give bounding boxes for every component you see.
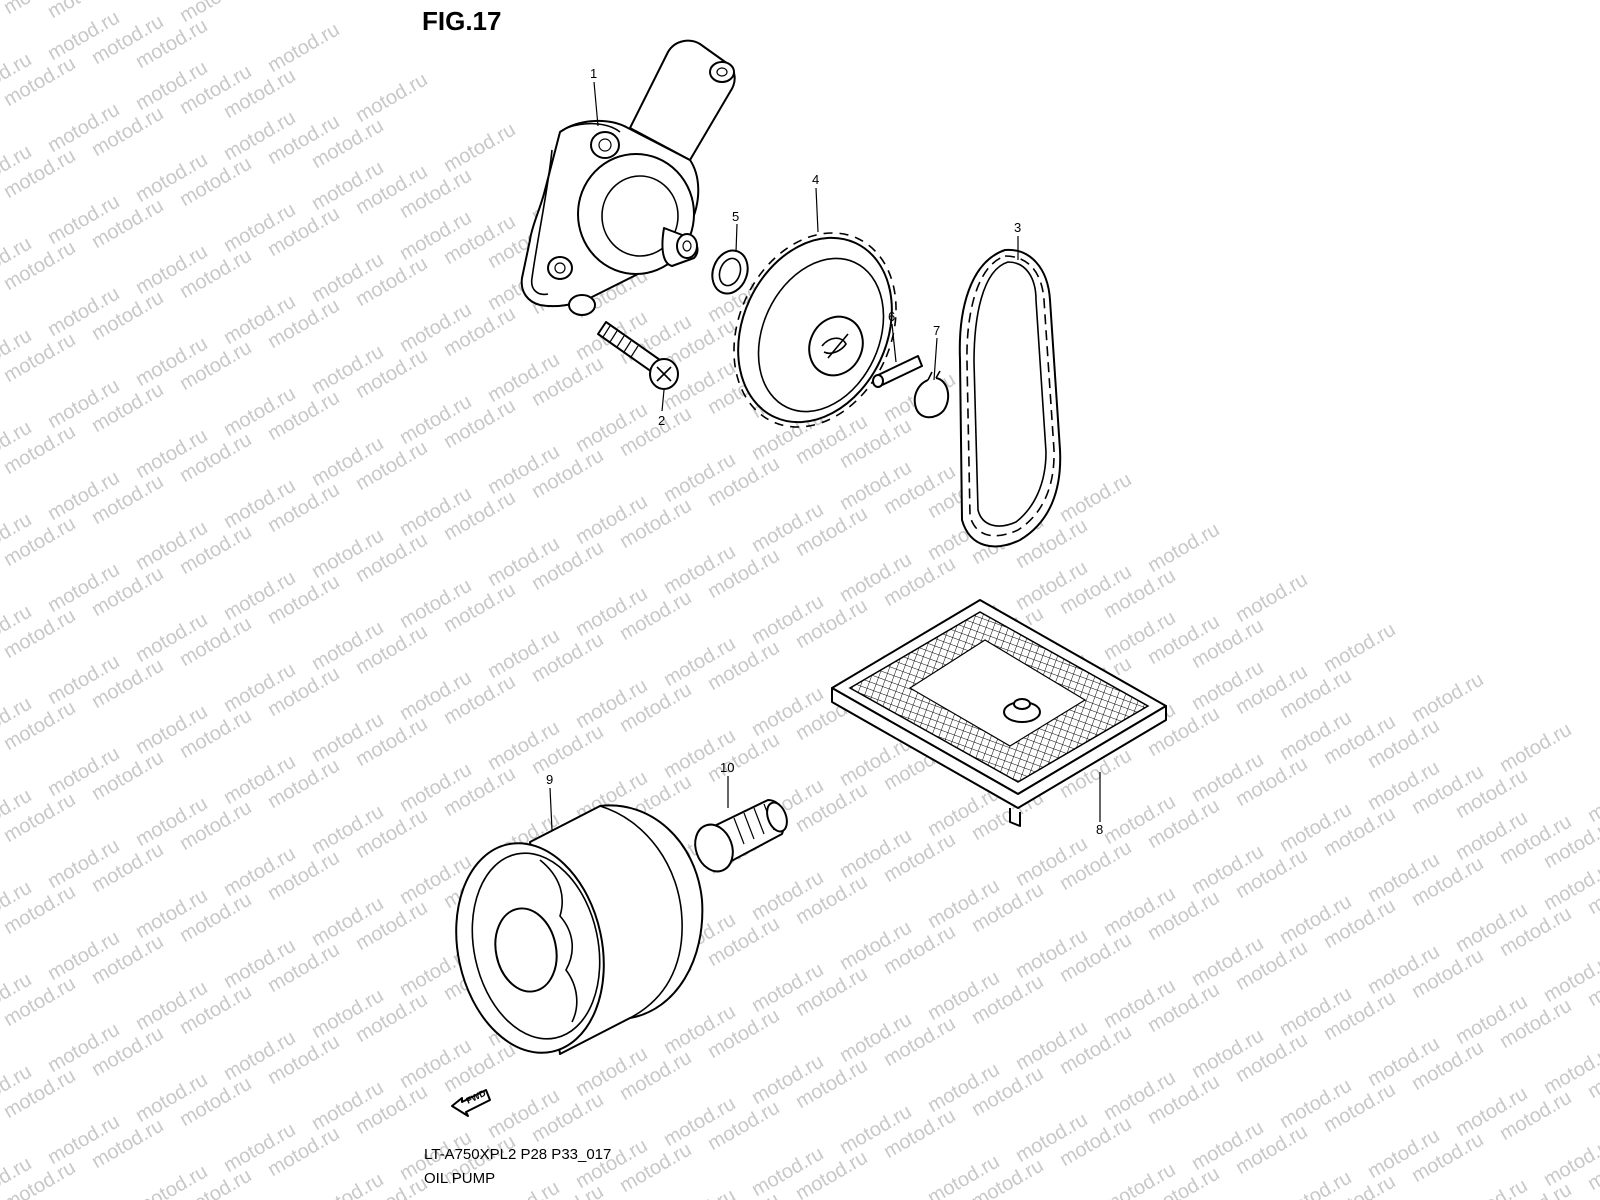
callout-6: 6 bbox=[888, 309, 895, 324]
oil-pump-body bbox=[520, 39, 736, 316]
callout-1: 1 bbox=[590, 66, 597, 81]
callout-5: 5 bbox=[732, 209, 739, 224]
pin bbox=[872, 355, 923, 388]
washer bbox=[711, 249, 749, 295]
oil-strainer bbox=[831, 599, 1167, 827]
drive-chain bbox=[958, 248, 1062, 548]
pump-screw bbox=[597, 321, 679, 390]
forward-direction-arrow: FWD bbox=[451, 1088, 491, 1117]
figure-title: FIG.17 bbox=[422, 6, 502, 36]
callout-leaders bbox=[549, 81, 1101, 831]
callout-2: 2 bbox=[658, 413, 665, 428]
callout-3: 3 bbox=[1014, 220, 1021, 235]
assembly-name: OIL PUMP bbox=[424, 1170, 496, 1187]
callout-10: 10 bbox=[720, 760, 734, 775]
callout-7: 7 bbox=[933, 323, 940, 338]
circlip bbox=[913, 370, 950, 419]
filter-union bbox=[694, 799, 788, 873]
model-code: LT-A750XPL2 P28 P33_017 bbox=[424, 1146, 612, 1163]
callout-8: 8 bbox=[1096, 822, 1103, 837]
oil-filter bbox=[455, 804, 704, 1055]
callout-4: 4 bbox=[812, 172, 819, 187]
callout-9: 9 bbox=[546, 772, 553, 787]
driven-sprocket bbox=[733, 232, 897, 428]
